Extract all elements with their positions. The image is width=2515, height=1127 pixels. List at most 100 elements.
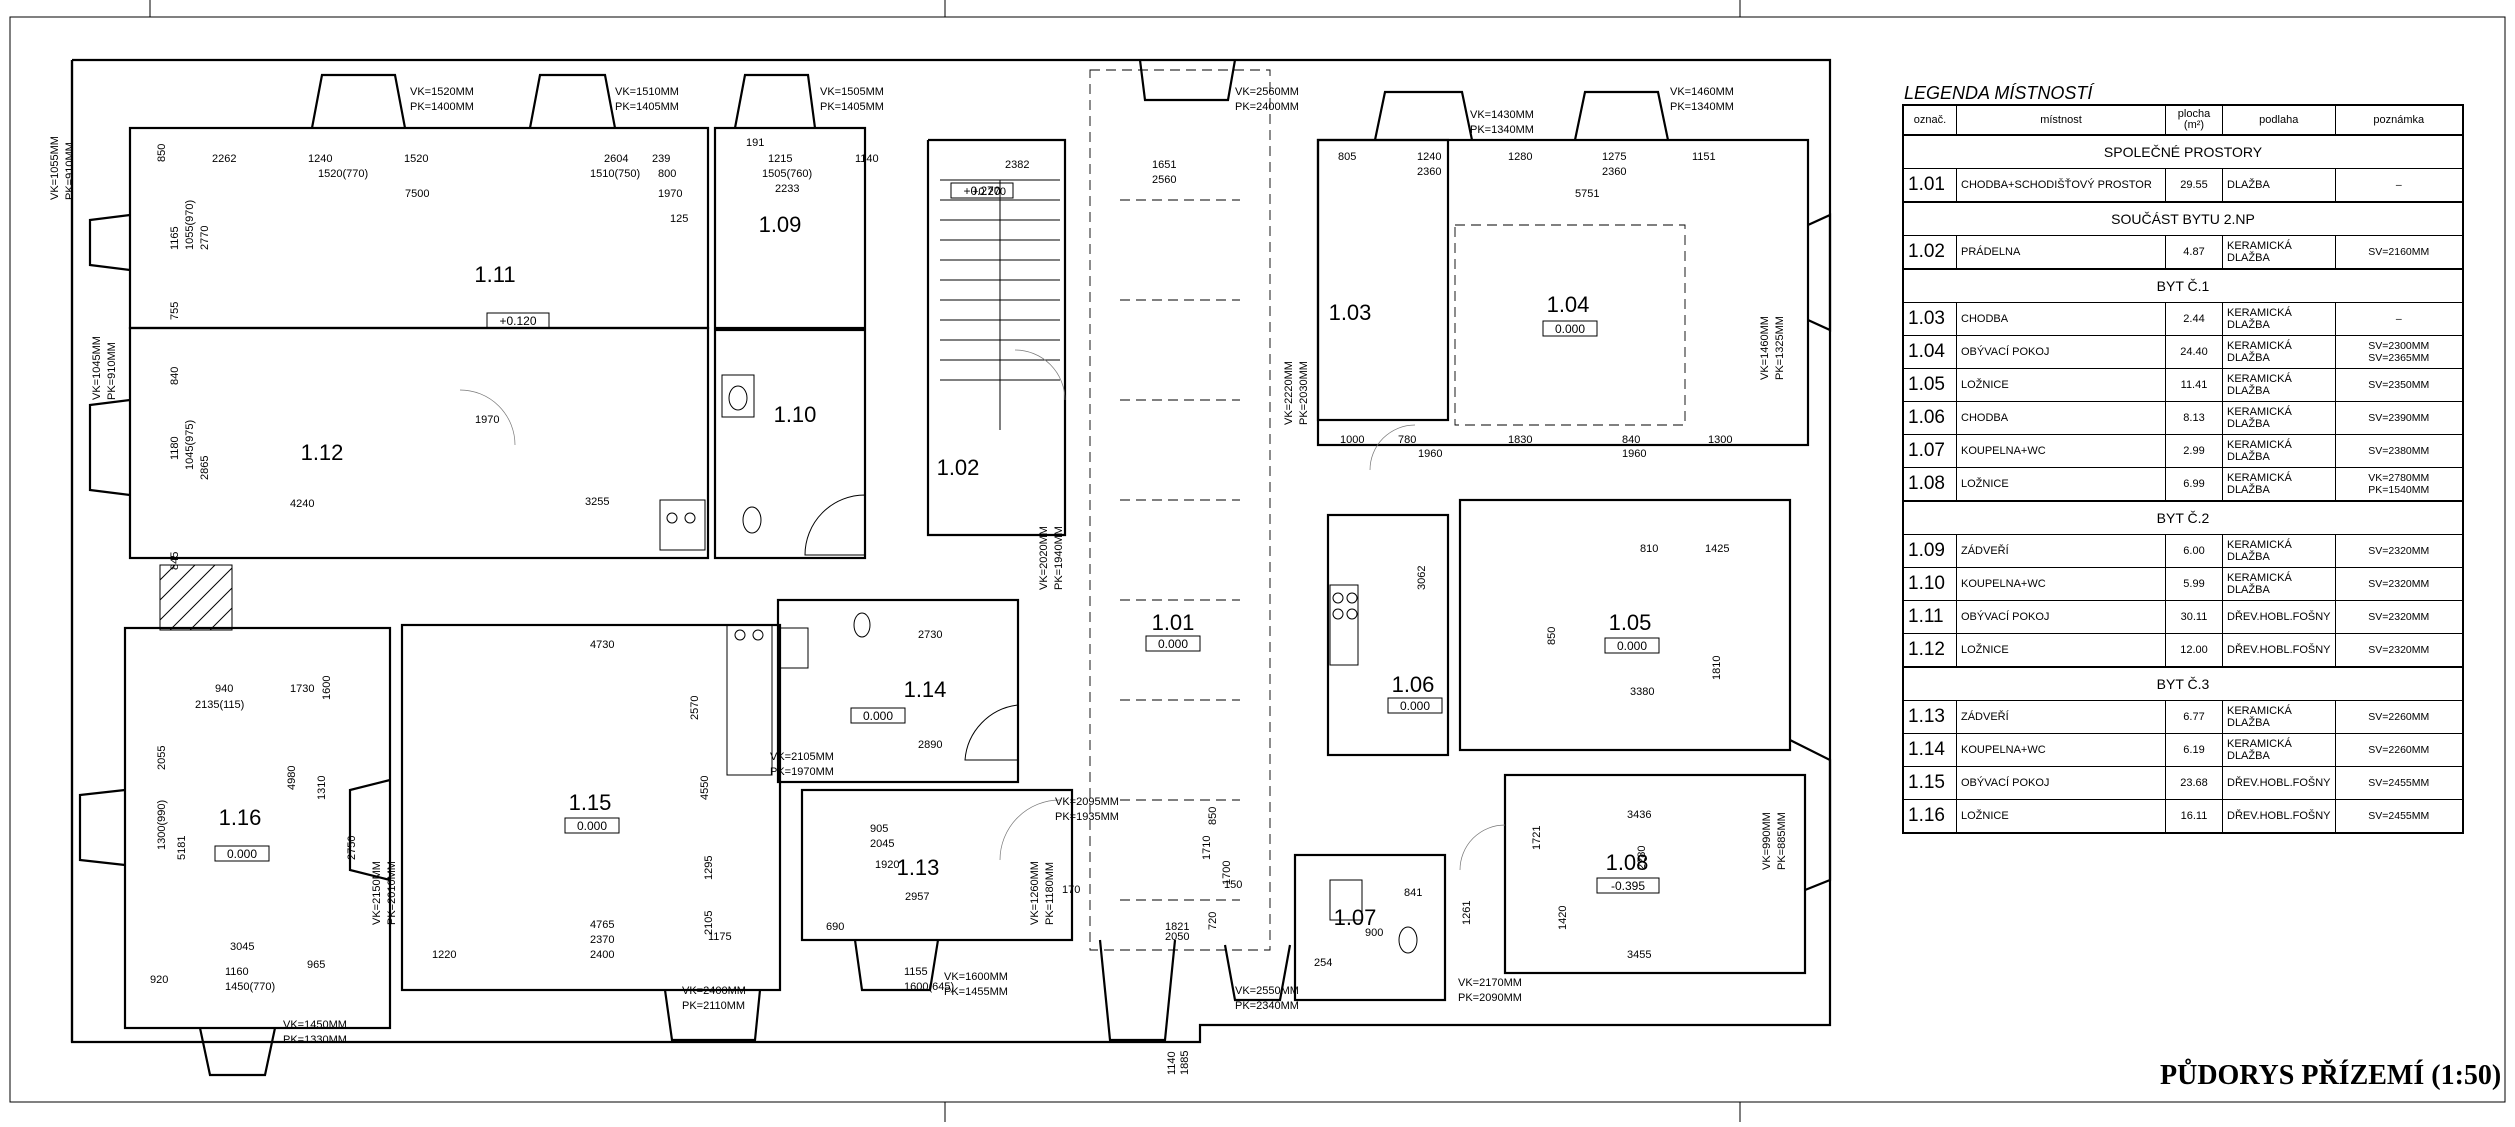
dimension-label: 1510(750) (590, 168, 640, 180)
kitchen-counter-icon (659, 499, 706, 551)
legend-cell-area: 24.40 (2165, 335, 2223, 369)
dimension-label: 4980 (286, 766, 298, 790)
dimension-label: 3062 (1416, 566, 1428, 590)
room-label-1-13: 1.13 (897, 855, 940, 880)
dimension-label: 1821 (1165, 921, 1189, 933)
dimension-label: 5751 (1575, 188, 1599, 200)
legend-group-title: BYT Č.2 (1902, 500, 2464, 535)
legend-cell-floor: DŘEV.HOBL.FOŠNY (2222, 799, 2336, 834)
dimension-label: 4730 (590, 639, 614, 651)
legend-cell-floor: KERAMICKÁ DLAŽBA (2222, 700, 2336, 734)
window-note: VK=1520MM (410, 86, 474, 98)
dimension-label: 1520 (404, 153, 428, 165)
dimension-label: 800 (658, 168, 676, 180)
legend-header-note: poznámka (2334, 104, 2464, 136)
level-marker-box (850, 707, 906, 724)
level-marker-box (1387, 697, 1443, 714)
dimension-label: 1710 (1201, 836, 1213, 860)
window-note: PK=2010MM (386, 861, 398, 925)
room-label-1-03: 1.03 (1329, 300, 1372, 325)
dimension-label: 2105 (703, 911, 715, 935)
window-note: PK=1455MM (944, 986, 1008, 998)
legend-cell-id: 1.05 (1902, 368, 1957, 402)
legend-header-floor: podlaha (2222, 104, 2336, 136)
window-note: PK=1330MM (283, 1034, 347, 1046)
dimension-label: 2370 (590, 934, 614, 946)
legend-cell-floor: KERAMICKÁ DLAŽBA (2222, 434, 2336, 468)
window-note: VK=1460MM (1670, 86, 1734, 98)
dimension-label: 2233 (775, 183, 799, 195)
dimension-label: 2890 (918, 739, 942, 751)
dimension-label: 3045 (230, 941, 254, 953)
washbasin-icon (779, 627, 809, 669)
legend-cell-id: 1.04 (1902, 335, 1957, 369)
toilet-icon (1398, 926, 1418, 954)
legend-cell-floor: DŘEV.HOBL.FOŠNY (2222, 766, 2336, 800)
legend-cell-id: 1.13 (1902, 700, 1957, 734)
legend-cell-note: SV=2320MM (2334, 600, 2464, 634)
legend-cell-name: CHODBA (1956, 401, 2166, 435)
dimension-label: 5181 (176, 836, 188, 860)
dimension-label: 840 (169, 367, 181, 385)
level-marker-box (486, 312, 550, 329)
room-label-1-12: 1.12 (301, 440, 344, 465)
washbasin-icon (721, 374, 755, 418)
toilet-icon (742, 506, 762, 534)
legend-cell-note: SV=2455MM (2334, 799, 2464, 834)
dimension-label: 3436 (1627, 809, 1651, 821)
legend-group-title: BYT Č.1 (1902, 268, 2464, 303)
building-outline (70, 58, 1832, 1044)
dimension-label: 1160 (225, 966, 249, 978)
legend-cell-name: OBÝVACÍ POKOJ (1956, 766, 2166, 800)
dimension-label: 1960 (1418, 448, 1442, 460)
level-marker: -0.395 (1611, 879, 1645, 893)
dimension-label: 239 (652, 153, 670, 165)
legend-cell-area: 12.00 (2165, 633, 2223, 668)
legend-cell-name: KOUPELNA+WC (1956, 434, 2166, 468)
window-note: PK=1400MM (410, 101, 474, 113)
legend-cell-name: CHODBA (1956, 302, 2166, 336)
dimension-label: 850 (1546, 627, 1558, 645)
legend-cell-floor: KERAMICKÁ DLAŽBA (2222, 733, 2336, 767)
dimension-label: 1700 (1221, 861, 1233, 885)
dimension-label: 1220 (432, 949, 456, 961)
dimension-label: 1425 (1705, 543, 1729, 555)
dimension-label: 1240 (1417, 151, 1441, 163)
legend-header-name: místnost (1956, 104, 2166, 136)
legend-header-area: plocha (m²) (2165, 104, 2223, 136)
room-label-1-02: 1.02 (937, 455, 980, 480)
level-marker: +0.270 (963, 184, 1000, 198)
washbasin-icon (1329, 879, 1363, 921)
dimension-label: 1215 (768, 153, 792, 165)
legend-cell-note: SV=2260MM (2334, 700, 2464, 734)
dimension-label: 1275 (1602, 151, 1626, 163)
legend-cell-floor: DŘEV.HOBL.FOŠNY (2222, 633, 2336, 668)
window-note: PK=1940MM (1053, 526, 1065, 590)
window-note: VK=1055MM (49, 136, 61, 200)
dimension-label: 1000 (1340, 434, 1364, 446)
window-note: PK=910MM (64, 142, 76, 200)
legend-cell-name: OBÝVACÍ POKOJ (1956, 600, 2166, 634)
toilet-icon (853, 612, 871, 638)
level-marker: 0.000 (1158, 637, 1188, 651)
level-marker: 0.000 (863, 709, 893, 723)
legend-cell-note: SV=2320MM (2334, 567, 2464, 601)
legend-cell-area: 11.41 (2165, 368, 2223, 402)
level-marker-box (564, 817, 620, 834)
dimension-label: 2050 (1165, 931, 1189, 943)
legend-cell-floor: KERAMICKÁ DLAŽBA (2222, 302, 2336, 336)
legend-cell-id: 1.06 (1902, 401, 1957, 435)
window-note: VK=1600MM (944, 971, 1008, 983)
dimension-label: 1970 (475, 414, 499, 426)
dimension-label: 1151 (1692, 151, 1716, 163)
legend-cell-note: SV=2320MM (2334, 633, 2464, 668)
legend-cell-area: 6.99 (2165, 467, 2223, 502)
level-marker-box (1145, 635, 1201, 652)
dimension-label: 1300 (1708, 434, 1732, 446)
window-note: VK=2560MM (1235, 86, 1299, 98)
window-note: VK=2095MM (1055, 796, 1119, 808)
